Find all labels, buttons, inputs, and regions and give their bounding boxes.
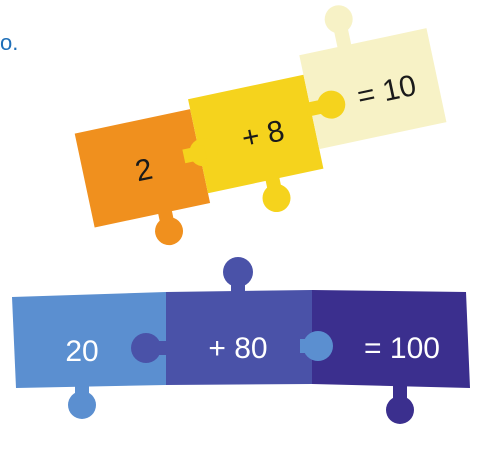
top-piece-1-label: 2 — [132, 153, 155, 189]
bottom-piece-2-top-knob — [223, 257, 253, 287]
bottom-connector-1-knob — [131, 333, 161, 363]
bottom-connector-2-knob — [303, 331, 333, 361]
bottom-piece-3 — [312, 290, 470, 388]
bottom-piece-3-bottom-neck — [393, 382, 407, 408]
bottom-piece-2 — [166, 290, 312, 385]
top-puzzle-strip: 2 + 8 = 10 — [74, 5, 447, 246]
top-piece-2 — [188, 74, 324, 194]
top-piece-1 — [74, 109, 211, 228]
bottom-piece-1 — [12, 292, 166, 388]
top-connector-1-neck — [182, 144, 207, 164]
bottom-connector-1-neck — [150, 341, 170, 355]
top-piece-3-top-neck — [332, 21, 352, 49]
bottom-piece-3-label: = 100 — [364, 332, 440, 365]
bottom-puzzle-strip: 20 + 80 = 100 — [12, 257, 470, 424]
top-piece-2-bottom-neck — [265, 177, 284, 202]
bottom-piece-1-label: 20 — [65, 335, 98, 368]
bottom-connector-2-neck — [300, 339, 316, 353]
cropped-text: o. — [0, 30, 19, 55]
bottom-piece-2-label: + 80 — [208, 332, 267, 365]
top-piece-3 — [299, 28, 447, 150]
top-connector-2-neck — [305, 97, 332, 117]
